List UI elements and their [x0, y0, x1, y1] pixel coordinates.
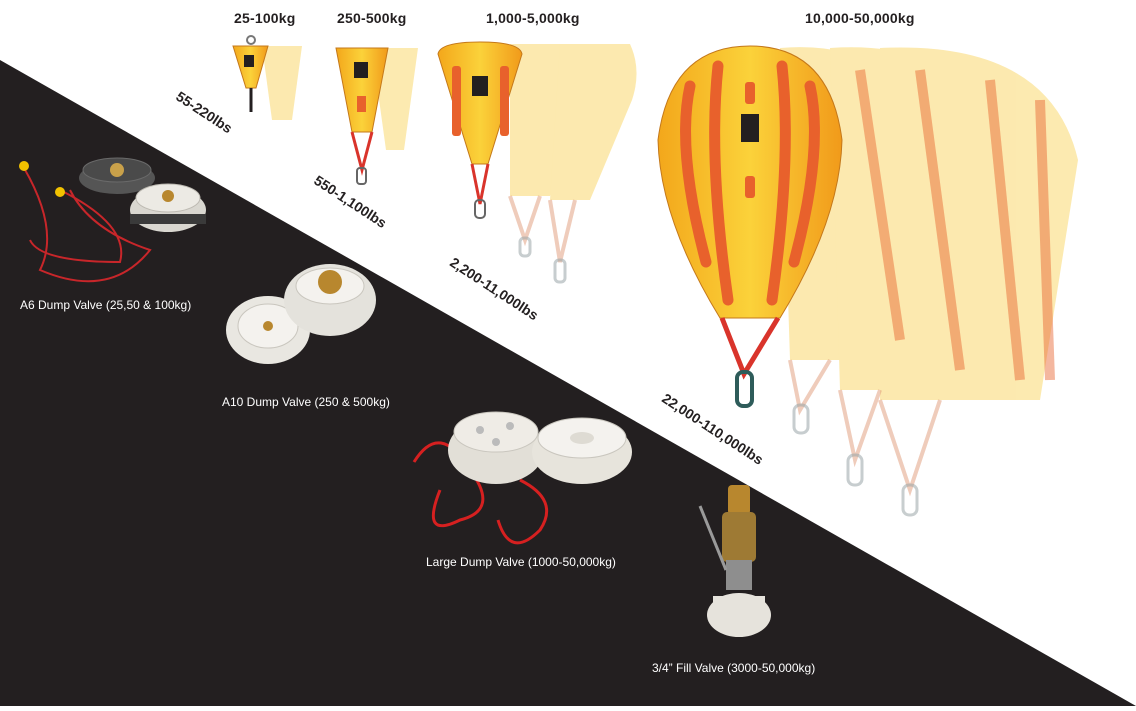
- lift-bag-25-100kg: [232, 35, 269, 112]
- ghost-shackles: [518, 236, 919, 517]
- capacity-label-25-100kg: 25-100kg: [234, 10, 296, 26]
- caption-a10-dump-valve: A10 Dump Valve (250 & 500kg): [222, 395, 390, 409]
- capacity-label-10000-50000kg: 10,000-50,000kg: [805, 10, 915, 26]
- large-dump-valve-image: [412, 411, 632, 545]
- lift-bag-10000-50000kg: [657, 45, 843, 408]
- capacity-label-250-500kg: 250-500kg: [337, 10, 407, 26]
- caption-a6-dump-valve: A6 Dump Valve (25,50 & 100kg): [20, 298, 192, 312]
- capacity-label-1000-5000kg: 1,000-5,000kg: [486, 10, 580, 26]
- ghost-rigging: [508, 195, 942, 497]
- ghost-bag-straps: [855, 69, 1055, 381]
- dark-diagonal-background: [0, 60, 1136, 706]
- a6-dump-valve-image: [19, 157, 206, 283]
- lift-bag-1000-5000kg: [437, 41, 523, 219]
- caption-large-dump-valve: Large Dump Valve (1000-50,000kg): [426, 555, 616, 569]
- fill-valve-image: [698, 485, 771, 637]
- ghost-bags: [262, 44, 1078, 400]
- lift-bag-250-500kg: [335, 47, 389, 185]
- a10-dump-valve-image: [226, 264, 376, 364]
- caption-fill-valve: 3/4” Fill Valve (3000-50,000kg): [652, 661, 816, 675]
